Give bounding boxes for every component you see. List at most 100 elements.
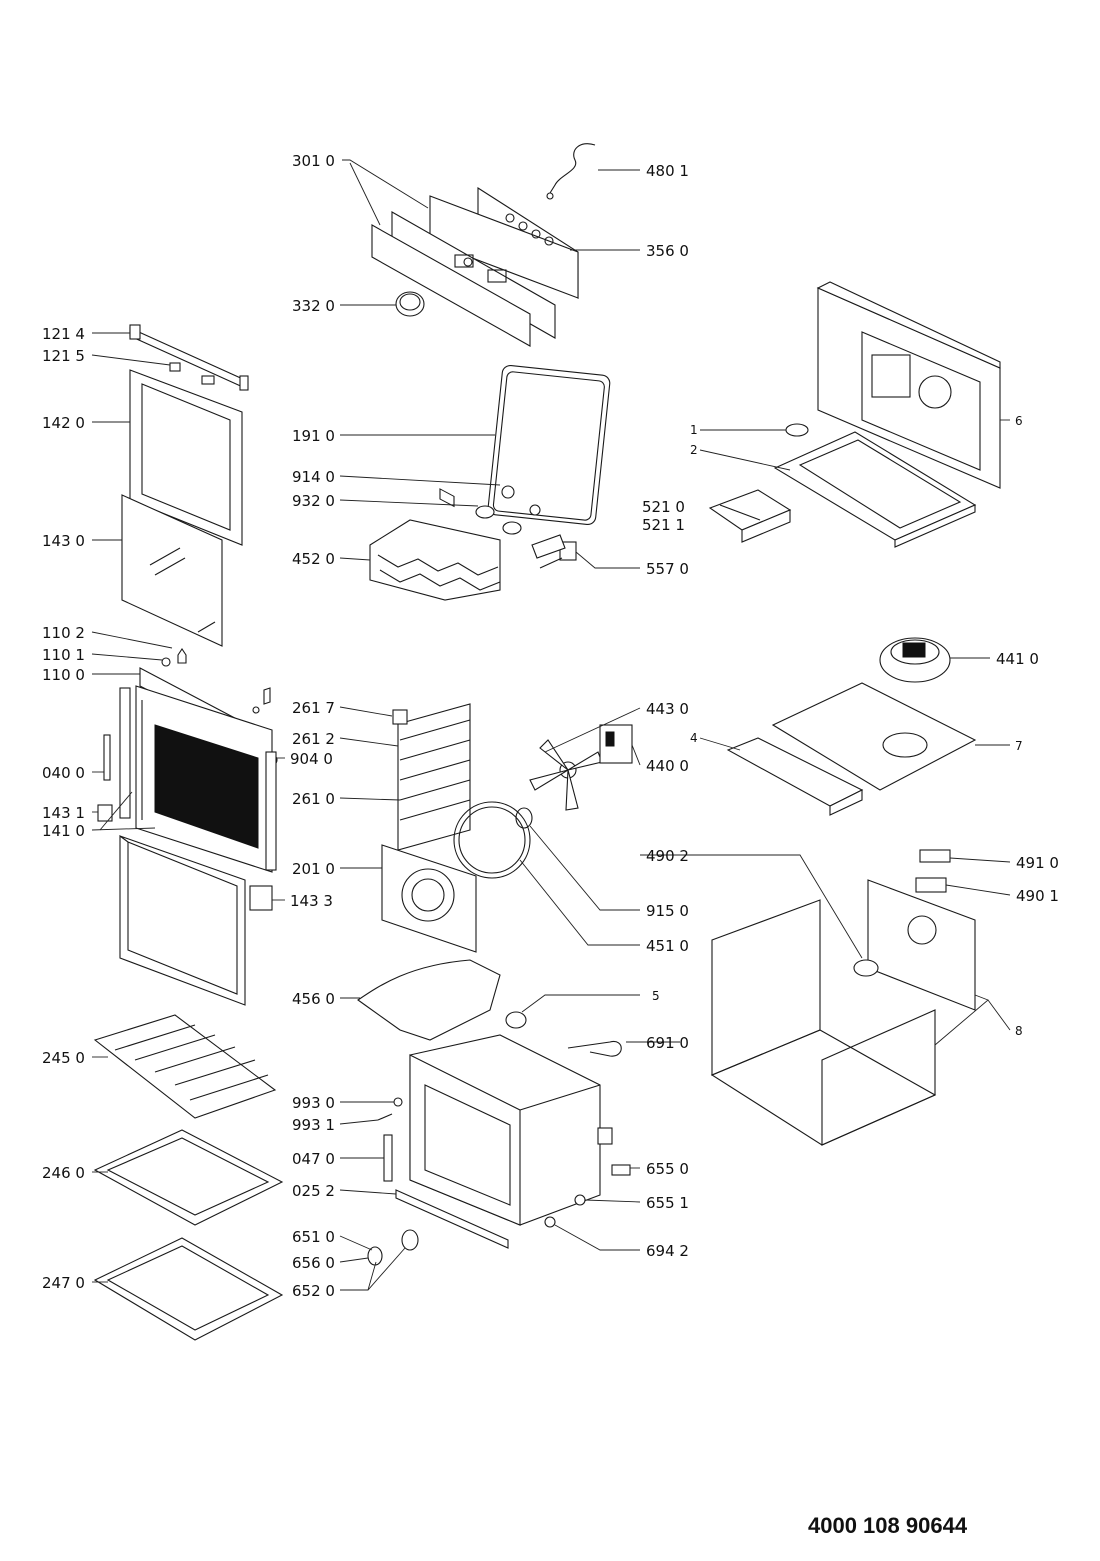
label-915-0: 915 0 [646,902,689,920]
oven-gasket-part [487,365,611,525]
cooling-fan-part [879,637,951,683]
door-gasket-part [119,834,246,1006]
label-4: 4 [690,731,698,745]
leader-lines [91,159,1011,1291]
electronic-module-part [708,489,792,543]
label-456-0: 456 0 [292,990,335,1008]
circular-element-part [453,801,531,879]
nut-part-2 [529,504,541,516]
part-labels: 301 0 480 1 356 0 332 0 121 4 121 5 142 … [42,152,1059,1300]
base-plate-part [726,682,977,816]
label-261-0: 261 0 [292,790,335,808]
glass-panel-part [121,494,223,647]
label-694-2: 694 2 [646,1242,689,1260]
label-655-1: 655 1 [646,1194,689,1212]
rear-panel-part [381,844,477,953]
washer-part [161,657,171,667]
label-047-0: 047 0 [292,1150,335,1168]
outer-casing-part [710,879,976,1146]
label-141-0: 141 0 [42,822,85,840]
label-7: 7 [1015,739,1023,753]
wire-part [549,143,596,194]
label-143-1: 143 1 [42,804,85,822]
grill-element-part [369,519,501,601]
label-2: 2 [690,443,698,457]
label-121-4: 121 4 [42,325,85,343]
label-040-0: 040 0 [42,764,85,782]
label-110-0: 110 0 [42,666,85,684]
fan-motor-part [599,724,633,764]
label-993-1: 993 1 [292,1116,335,1134]
label-440-0: 440 0 [646,757,689,775]
label-441-0: 441 0 [996,650,1039,668]
label-247-0: 247 0 [42,1274,85,1292]
control-knob-part [367,1246,383,1266]
label-110-1: 110 1 [42,646,85,664]
inner-glass-part [129,369,243,546]
label-246-0: 246 0 [42,1164,85,1182]
label-356-0: 356 0 [646,242,689,260]
label-521-0: 521 0 [642,498,685,516]
spring-part [475,505,495,519]
latch-part [97,804,113,822]
latch-part-2 [249,885,273,911]
label-557-0: 557 0 [646,560,689,578]
label-261-2: 261 2 [292,730,335,748]
label-932-0: 932 0 [292,492,335,510]
label-651-0: 651 0 [292,1228,335,1246]
label-451-0: 451 0 [646,937,689,955]
control-panel-part [371,186,579,508]
label-332-0: 332 0 [292,297,335,315]
thermostat-part [531,534,577,569]
connector-part [915,877,947,893]
label-025-2: 025 2 [292,1182,335,1200]
label-490-2: 490 2 [646,847,689,865]
knob-part [395,291,425,317]
label-993-0: 993 0 [292,1094,335,1112]
label-143-3: 143 3 [290,892,333,910]
label-121-5: 121 5 [42,347,85,365]
label-301-0: 301 0 [292,152,335,170]
label-652-0: 652 0 [292,1282,335,1300]
label-490-1: 490 1 [1016,887,1059,905]
baking-tray-part [93,1129,284,1226]
top-cover-part [816,281,1001,489]
label-201-0: 201 0 [292,860,335,878]
label-655-0: 655 0 [646,1160,689,1178]
label-443-0: 443 0 [646,700,689,718]
hinge-bar-part [383,1134,393,1182]
label-491-0: 491 0 [1016,854,1059,872]
control-knob-part-2 [401,1229,419,1251]
lamp-part [505,1011,527,1029]
label-142-0: 142 0 [42,414,85,432]
wire-rack-part [93,1014,277,1119]
door-profile-part [103,687,277,871]
label-904-0: 904 0 [290,750,333,768]
label-143-0: 143 0 [42,532,85,550]
bottom-seal-part [395,1189,509,1249]
label-6: 6 [1015,414,1023,428]
label-261-7: 261 7 [292,699,335,717]
label-656-0: 656 0 [292,1254,335,1272]
shelf-support-part [392,703,471,851]
drip-pan-part [93,1237,284,1341]
screw-part [393,1097,403,1107]
label-1: 1 [690,423,698,437]
lower-element-part [357,959,501,1041]
switch-knob-part [574,1194,586,1206]
label-245-0: 245 0 [42,1049,85,1067]
nut-part [501,485,515,499]
label-480-1: 480 1 [646,162,689,180]
label-521-1: 521 1 [642,516,685,534]
terminal-block-part [919,849,951,863]
label-191-0: 191 0 [292,427,335,445]
convection-fan-part [529,739,603,811]
bushing-part [515,807,533,829]
label-110-2: 110 2 [42,624,85,642]
bracket-part [177,648,187,664]
spring-part-2 [502,521,522,535]
label-691-0: 691 0 [646,1034,689,1052]
document-number: 4000 108 90644 [808,1513,968,1538]
cap-part [785,423,809,437]
